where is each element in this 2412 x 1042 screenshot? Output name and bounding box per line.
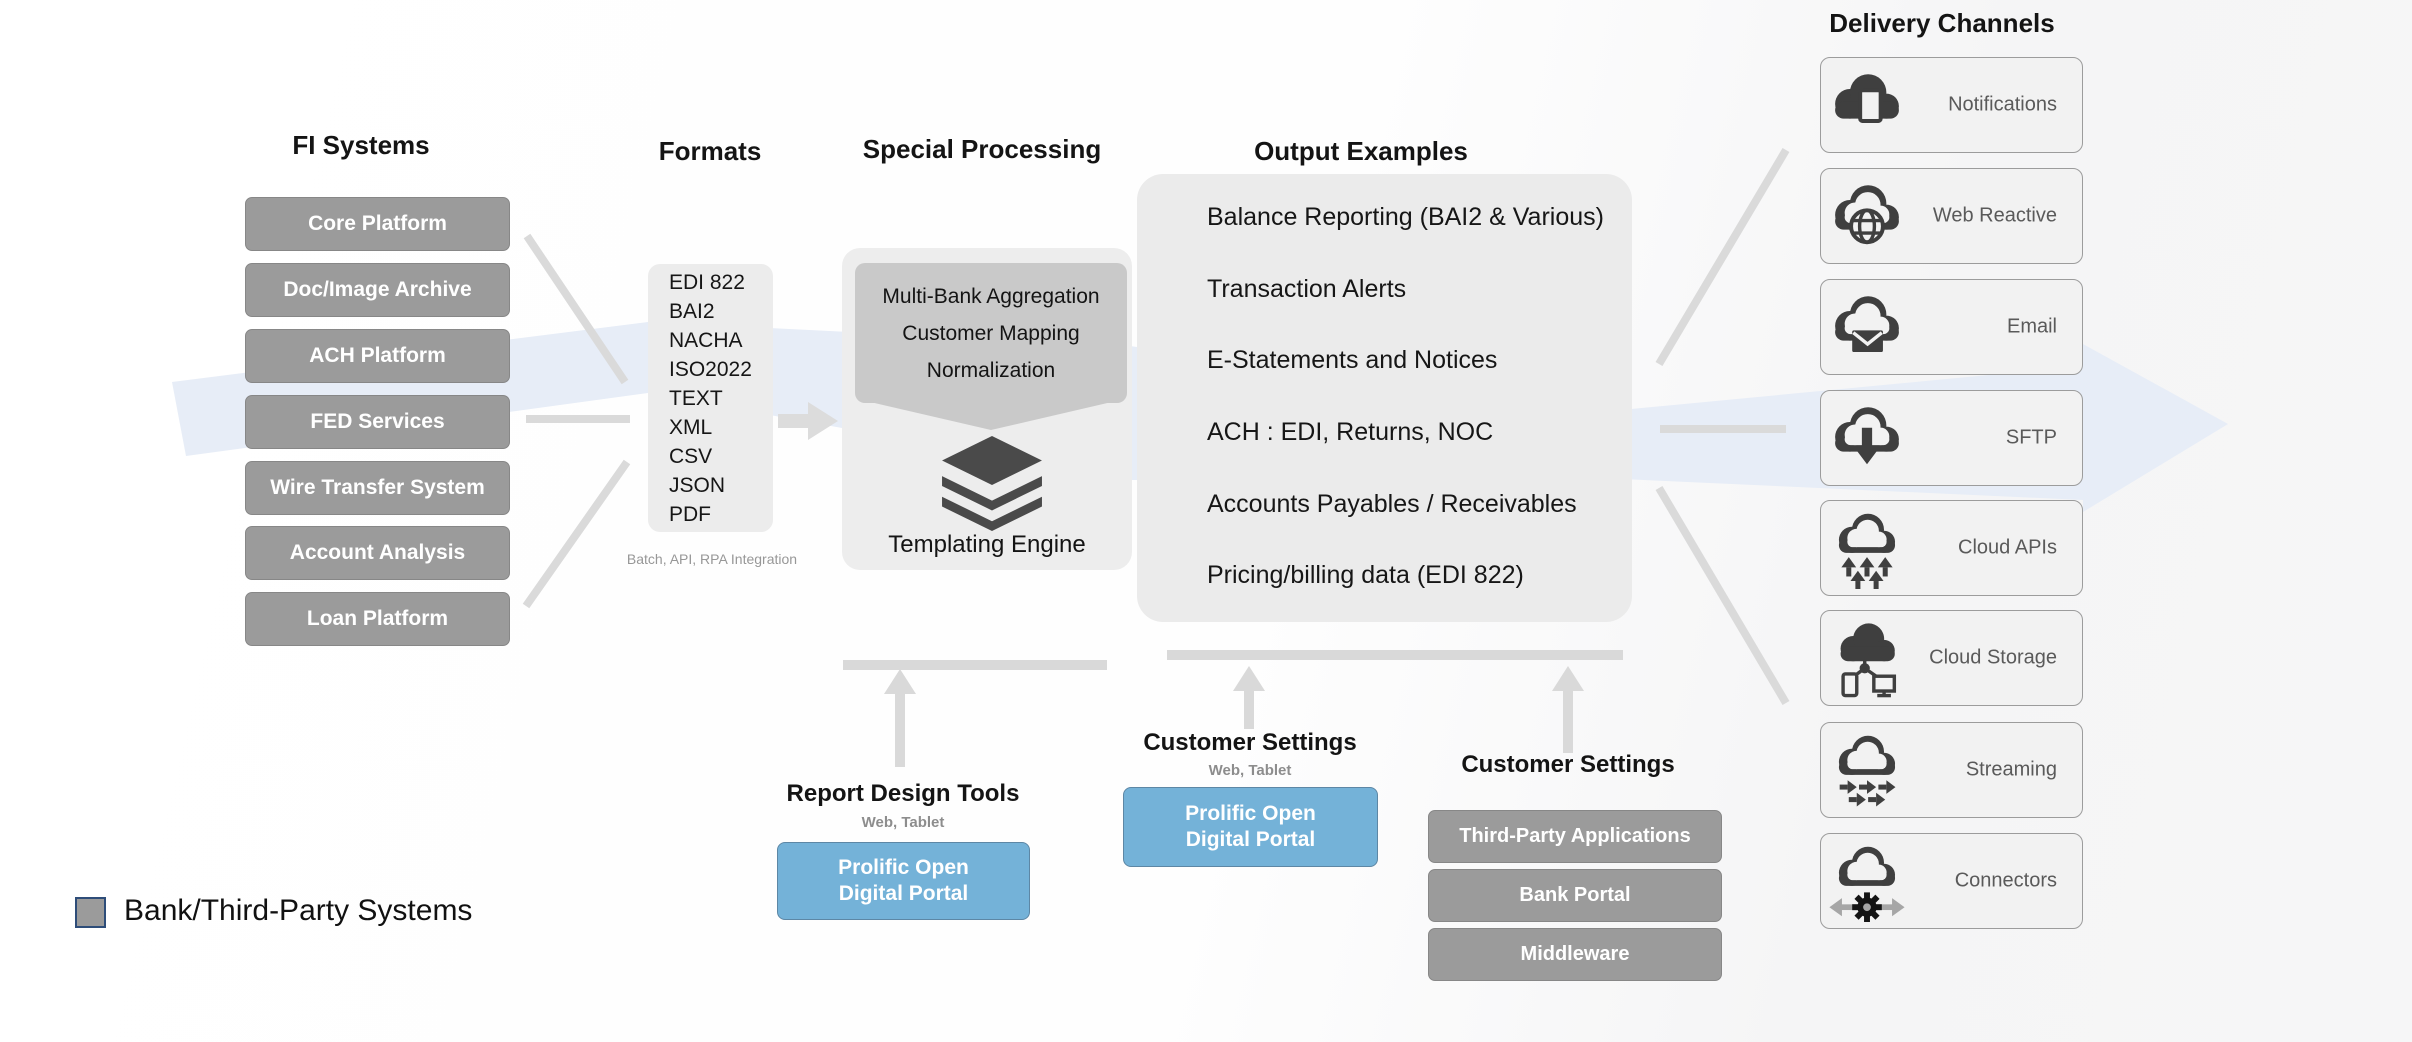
- integration-caption: Batch, API, RPA Integration: [626, 551, 798, 567]
- output-examples-title: Output Examples: [1254, 136, 1468, 166]
- delivery-channel-notifications: Notifications: [1820, 57, 2083, 153]
- legend-label: Bank/Third-Party Systems: [124, 894, 473, 927]
- fi-systems-title: FI Systems: [292, 130, 430, 160]
- delivery-channel-label: Web Reactive: [1932, 204, 2057, 227]
- output-item: Accounts Payables / Receivables: [1207, 490, 1577, 518]
- processing-steps-box: Multi-Bank Aggregation Customer Mapping …: [855, 263, 1127, 403]
- steps-pointer: [866, 401, 1116, 430]
- cloud-document-icon: [1835, 74, 1899, 123]
- cloud-streaming-arrows-icon: [1838, 735, 1896, 807]
- templating-engine-label: Templating Engine: [888, 531, 1086, 558]
- fi-system-box-fed-services: FED Services: [245, 395, 510, 449]
- processing-step: Multi-Bank Aggregation: [882, 284, 1100, 308]
- fi-system-box-wire-transfer: Wire Transfer System: [245, 461, 510, 515]
- delivery-channels-title: Delivery Channels: [1829, 8, 2055, 38]
- formats-panel: EDI 822 BAI2 NACHA ISO2022 TEXT XML CSV …: [648, 264, 773, 532]
- cloud-upload-arrows-icon: [1838, 513, 1896, 589]
- customer-settings-portal-subtitle: Web, Tablet: [1208, 762, 1292, 779]
- customer-settings-box-bank-portal: Bank Portal: [1428, 869, 1722, 922]
- prolific-portal-box-report-design: Prolific Open Digital Portal: [777, 842, 1030, 920]
- output-item: Pricing/billing data (EDI 822): [1207, 561, 1524, 589]
- arrow-stem-left: [1244, 691, 1254, 729]
- report-design-tools-title: Report Design Tools: [786, 780, 1020, 807]
- format-item: BAI2: [669, 299, 715, 323]
- format-item: XML: [669, 415, 713, 439]
- up-arrowhead: [884, 669, 916, 694]
- t-bar: [843, 660, 1107, 670]
- report-design-tools-subtitle: Web, Tablet: [861, 814, 945, 831]
- format-item: JSON: [669, 473, 726, 497]
- flow-band-arrowhead: [2083, 344, 2228, 512]
- report-tools-connector: [843, 660, 1107, 767]
- fi-system-box-account-analysis: Account Analysis: [245, 526, 510, 580]
- line-output-to-delivery-top: [1655, 147, 1790, 367]
- delivery-channel-streaming: Streaming: [1820, 722, 2083, 818]
- delivery-channel-connectors: Connectors: [1820, 833, 2083, 929]
- cloud-download-icon: [1835, 407, 1899, 465]
- customer-settings-systems-title: Customer Settings: [1461, 751, 1675, 778]
- format-item: EDI 822: [669, 270, 745, 294]
- up-arrowhead-right: [1552, 666, 1584, 691]
- delivery-channel-label: Streaming: [1965, 758, 2057, 781]
- fi-system-box-core-platform: Core Platform: [245, 197, 510, 251]
- line-output-to-delivery-bottom: [1655, 485, 1790, 706]
- cloud-globe-icon: [1835, 185, 1899, 245]
- delivery-channel-label: Notifications: [1948, 93, 2057, 116]
- formats-to-processing-arrow: [778, 402, 838, 440]
- processing-step: Normalization: [926, 358, 1056, 382]
- format-item: ISO2022: [669, 357, 752, 381]
- output-item: Balance Reporting (BAI2 & Various): [1207, 203, 1604, 231]
- customer-settings-portal-title: Customer Settings: [1143, 729, 1357, 756]
- cloud-email-icon: [1835, 296, 1899, 353]
- output-examples-panel: Balance Reporting (BAI2 & Various) Trans…: [1137, 174, 1632, 622]
- delivery-channel-cloud-storage: Cloud Storage: [1820, 610, 2083, 706]
- arrow-stem: [895, 694, 905, 767]
- layers-icon: [942, 436, 1042, 532]
- format-item: TEXT: [669, 386, 723, 410]
- delivery-channel-label: Connectors: [1954, 869, 2057, 892]
- delivery-channel-cloud-apis: Cloud APIs: [1820, 500, 2083, 596]
- fi-system-box-loan-platform: Loan Platform: [245, 592, 510, 646]
- cloud-gear-icon: [1829, 846, 1905, 922]
- customer-settings-connector: [1167, 650, 1623, 753]
- output-item: ACH : EDI, Returns, NOC: [1207, 418, 1494, 446]
- line-fi-to-formats-top: [523, 233, 629, 385]
- legend-swatch: [75, 897, 106, 928]
- up-arrowhead-left: [1233, 666, 1265, 691]
- cloud-devices-icon: [1840, 623, 1897, 698]
- fi-system-box-ach-platform: ACH Platform: [245, 329, 510, 383]
- delivery-channel-label: Cloud APIs: [1958, 536, 2057, 559]
- format-item: CSV: [669, 444, 713, 468]
- delivery-channel-label: Email: [2006, 315, 2057, 338]
- delivery-channel-email: Email: [1820, 279, 2083, 375]
- delivery-channel-label: Cloud Storage: [1929, 646, 2057, 669]
- delivery-channel-sftp: SFTP: [1820, 390, 2083, 486]
- processing-step: Customer Mapping: [902, 321, 1080, 345]
- line-fi-to-formats-bottom: [522, 459, 631, 609]
- customer-settings-box-third-party: Third-Party Applications: [1428, 810, 1722, 863]
- output-item: E-Statements and Notices: [1207, 346, 1498, 374]
- special-processing-title: Special Processing: [862, 134, 1102, 164]
- connector-lines: [522, 147, 1790, 706]
- prolific-portal-box-customer-settings: Prolific Open Digital Portal: [1123, 787, 1378, 867]
- t-bar: [1167, 650, 1623, 660]
- format-item: PDF: [669, 502, 711, 526]
- arrow-stem-right: [1563, 691, 1573, 753]
- output-item: Transaction Alerts: [1207, 275, 1407, 303]
- format-item: NACHA: [669, 328, 743, 352]
- customer-settings-box-middleware: Middleware: [1428, 928, 1722, 981]
- formats-title: Formats: [658, 136, 762, 166]
- delivery-channel-web-reactive: Web Reactive: [1820, 168, 2083, 264]
- delivery-channel-label: SFTP: [2005, 426, 2057, 449]
- fi-system-box-doc-image-archive: Doc/Image Archive: [245, 263, 510, 317]
